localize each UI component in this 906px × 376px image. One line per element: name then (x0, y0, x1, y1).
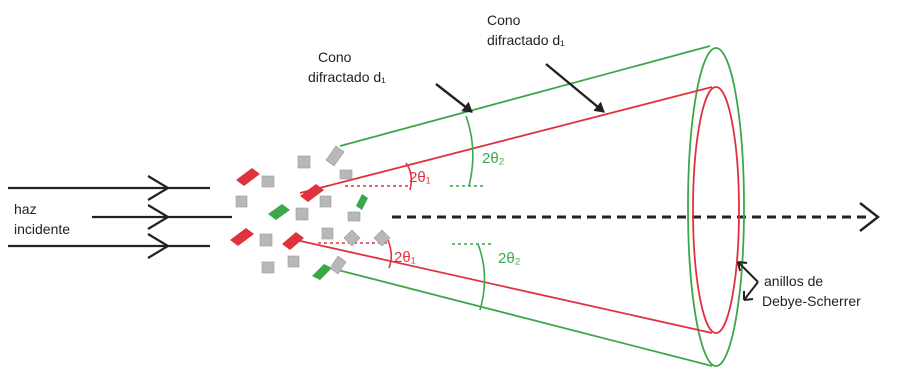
crystallite (259, 233, 273, 247)
crystallite (235, 195, 248, 208)
green-angle-arc-bottom (477, 243, 486, 311)
incident-beam-label-line1: haz (14, 201, 37, 217)
cone-inner-label-line1: Cono (487, 12, 521, 28)
red-angle-arc-bottom (387, 239, 393, 269)
angle-label-red-top: 2θ₁ (409, 169, 431, 186)
angle-reference-lines (318, 185, 492, 245)
crystallite (319, 195, 332, 208)
angle-label-green-top: 2θ₂ (482, 150, 505, 167)
red-cone-top-edge (299, 86, 713, 194)
crystallite (282, 232, 304, 250)
incident-arrowhead-middle (147, 204, 171, 230)
transmitted-arrowhead (859, 202, 880, 232)
cone-outer-label: Cono difractado d₁ (308, 49, 386, 85)
crystallite (295, 207, 309, 221)
crystallite (261, 175, 275, 188)
crystallite (325, 145, 345, 167)
crystallite (236, 168, 260, 186)
crystallite (297, 155, 311, 169)
cone-outer-label-line2: difractado d₁ (308, 69, 386, 85)
green-cone-ring (687, 47, 745, 367)
crystallite (356, 194, 368, 210)
crystallite (373, 229, 391, 247)
rings-bracket-head-top (737, 261, 748, 272)
incident-beam-label-line2: incidente (14, 221, 70, 237)
crystallite (339, 169, 353, 180)
incident-beam (8, 175, 232, 259)
cone-outer-label-line1: Cono (318, 49, 352, 65)
cone-inner-label-line2: difractado d₁ (487, 32, 565, 48)
cone-inner-label: Cono difractado d₁ (487, 12, 565, 48)
red-cone-bottom-edge (295, 239, 713, 334)
green-angle-arc-top (465, 115, 474, 187)
rings-bracket-head-bottom (743, 291, 754, 301)
incident-arrowhead-bottom (147, 233, 171, 259)
rings-bracket (737, 261, 759, 301)
rings-bracket-line (737, 261, 759, 301)
crystallite (300, 184, 324, 202)
incident-beam-label: haz incidente (14, 201, 70, 237)
green-cone-bottom-edge (329, 267, 713, 367)
red-angle-arc-top (405, 162, 413, 191)
rings-label-line1: anillos de (764, 273, 823, 289)
rings-label: anillos de Debye-Scherrer (762, 273, 861, 309)
angle-label-red-bottom: 2θ₁ (394, 249, 416, 266)
crystallite (321, 227, 334, 240)
green-cone-top-edge (339, 45, 711, 147)
pointer-arrows (435, 63, 605, 113)
outer-cone-pointer (435, 83, 473, 113)
angle-label-green-bottom: 2θ₂ (498, 250, 521, 267)
crystallite (261, 261, 275, 274)
angle-arcs (387, 115, 486, 311)
crystallite (343, 229, 361, 247)
crystallite (329, 255, 347, 275)
red-cone-ring (692, 86, 740, 334)
crystallite (347, 211, 361, 222)
inner-cone-pointer (545, 63, 605, 113)
crystallite (312, 264, 332, 280)
rings-label-line2: Debye-Scherrer (762, 293, 861, 309)
red-cone (295, 86, 740, 334)
crystallite (287, 255, 300, 268)
crystallite (268, 204, 290, 220)
powder-sample (230, 145, 391, 280)
incident-arrowhead-top (147, 175, 171, 201)
crystallite (230, 228, 254, 246)
green-cone (329, 45, 745, 367)
